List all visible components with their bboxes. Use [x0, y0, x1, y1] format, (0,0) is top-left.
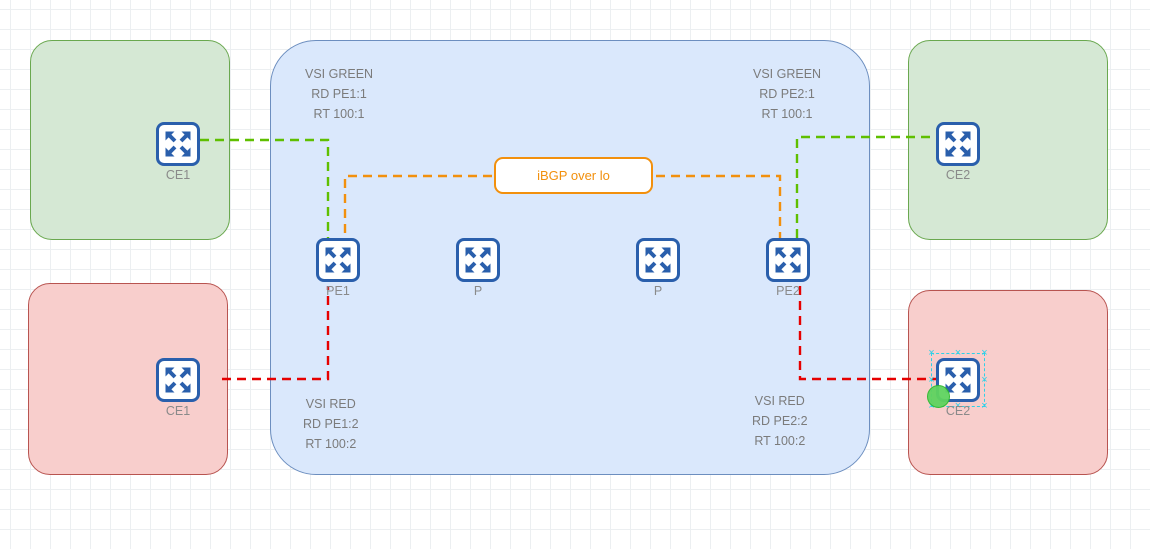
vsi-green-pe2: VSI GREEN RD PE2:1 RT 100:1 — [753, 67, 822, 121]
router-collapse-arrows-icon — [936, 122, 980, 166]
router-collapse-arrows-icon — [156, 122, 200, 166]
ibgp-over-lo-box[interactable]: iBGP over lo — [494, 157, 653, 194]
node-label: CE2 — [945, 168, 971, 182]
selection-outline — [931, 353, 985, 407]
node-label: P — [653, 284, 663, 298]
node-ce1-green[interactable]: CE1 — [156, 122, 200, 182]
node-pe1[interactable]: PE1 — [316, 238, 360, 298]
router-collapse-arrows-icon — [636, 238, 680, 282]
vsi-green-pe1: VSI GREEN RD PE1:1 RT 100:1 — [305, 67, 374, 121]
node-label: P — [473, 284, 483, 298]
node-label: CE1 — [165, 404, 191, 418]
node-pe2[interactable]: PE2 — [766, 238, 810, 298]
connection-point-dot[interactable] — [927, 385, 950, 408]
node-p-right[interactable]: P — [636, 238, 680, 298]
node-ce1-red[interactable]: CE1 — [156, 358, 200, 418]
router-collapse-arrows-icon — [316, 238, 360, 282]
node-label: PE2 — [776, 284, 800, 298]
node-p-left[interactable]: P — [456, 238, 500, 298]
green-zone-left[interactable] — [30, 40, 230, 240]
ibgp-over-lo-label: iBGP over lo — [537, 168, 610, 183]
router-collapse-arrows-icon — [766, 238, 810, 282]
node-label: PE1 — [326, 284, 350, 298]
node-ce2-green[interactable]: CE2 — [936, 122, 980, 182]
node-label: CE2 — [945, 404, 971, 418]
router-collapse-arrows-icon — [156, 358, 200, 402]
vsi-red-pe2: VSI RED RD PE2:2 RT 100:2 — [752, 394, 808, 448]
vsi-red-pe1: VSI RED RD PE1:2 RT 100:2 — [303, 397, 359, 451]
node-label: CE1 — [165, 168, 191, 182]
node-ce2-red[interactable]: ××××××××CE2 — [927, 348, 988, 418]
router-collapse-arrows-icon — [456, 238, 500, 282]
